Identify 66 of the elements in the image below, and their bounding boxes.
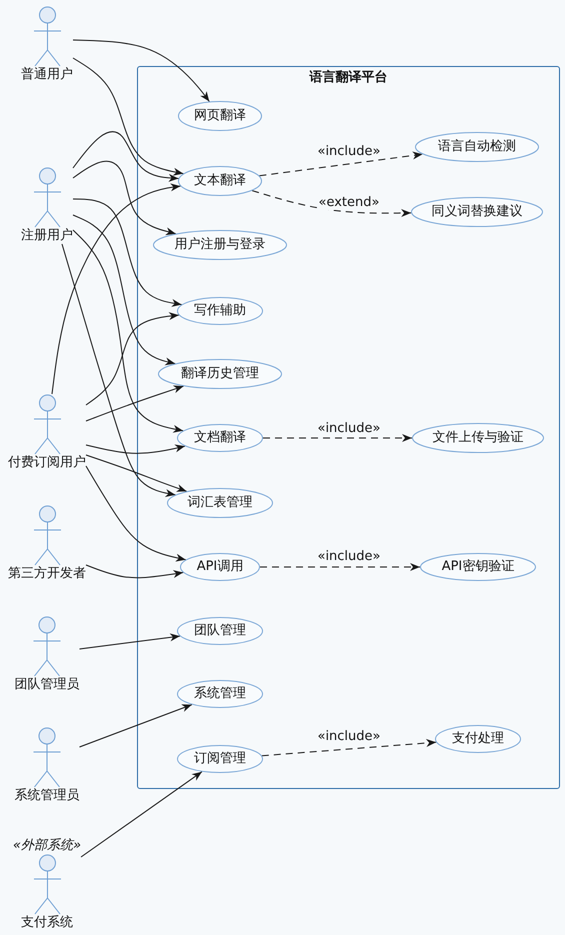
use-case-oval (435, 725, 521, 753)
arrow (52, 183, 181, 394)
use-case-oval (177, 745, 263, 773)
system-boundary (137, 66, 560, 789)
arrow (79, 633, 180, 650)
use-case-label: 用户注册与登录 (174, 237, 266, 253)
arrow (86, 564, 184, 578)
stereotype-label: «外部系统» (12, 838, 82, 854)
use-case-oval (167, 488, 273, 518)
use-case-label: 翻译历史管理 (181, 366, 259, 382)
use-case-oval (411, 197, 543, 227)
arrow (80, 771, 202, 858)
actor-name: 注册用户 (21, 228, 73, 244)
actor-name: 系统管理员 (14, 788, 80, 804)
use-case-oval (178, 101, 262, 131)
use-case-label: 文档翻译 (194, 430, 246, 446)
arrow (72, 40, 210, 102)
use-case-oval (180, 553, 260, 581)
use-case-label: 同义词替换建议 (432, 204, 522, 220)
use-case-label: 文件上传与验证 (432, 430, 524, 446)
use-case-label: 词汇表管理 (188, 495, 252, 511)
arrow (86, 444, 186, 454)
actor-name: 付费订阅用户 (8, 455, 86, 471)
arrow (72, 198, 182, 307)
use-case-oval (153, 230, 287, 260)
arrow (86, 466, 186, 562)
use-case-label: 网页翻译 (194, 108, 246, 124)
use-case-oval (177, 680, 263, 708)
system-title: 语言翻译平台 (310, 70, 388, 86)
arrow (72, 230, 184, 433)
use-case-label: 订阅管理 (194, 751, 246, 767)
arrow (79, 704, 192, 748)
actor-name: 团队管理员 (14, 677, 80, 693)
use-case-oval (177, 297, 263, 325)
use-case-label: 语言自动检测 (438, 139, 516, 155)
arrow (62, 244, 176, 497)
use-case-label: API密钥验证 (442, 559, 514, 575)
arrow (86, 454, 188, 492)
use-case-label: 系统管理 (194, 686, 246, 702)
arrow (72, 214, 176, 366)
use-case-oval (177, 617, 263, 645)
arrow (86, 386, 184, 422)
actor-name: 支付系统 (21, 915, 73, 931)
use-case-oval (412, 423, 544, 453)
arrow (72, 160, 176, 236)
use-case-label: 团队管理 (194, 623, 246, 639)
use-case-oval (178, 166, 262, 196)
edge-label: «extend» (318, 196, 380, 210)
arrow (86, 312, 180, 406)
use-case-label: 文本翻译 (194, 173, 246, 189)
dashed-arrow (260, 563, 420, 571)
use-case-label: API调用 (196, 559, 244, 575)
use-case-label: 支付处理 (452, 731, 504, 747)
use-case-oval (420, 553, 536, 581)
actor-name: 普通用户 (21, 67, 73, 83)
dashed-arrow (262, 434, 412, 442)
dashed-arrow (261, 739, 437, 756)
arrow (72, 58, 184, 176)
dashed-arrow (258, 152, 424, 176)
use-case-oval (415, 132, 539, 162)
arrow (72, 131, 180, 182)
use-case-label: 写作辅助 (194, 303, 246, 319)
use-case-oval (177, 424, 263, 452)
use-case-oval (158, 359, 282, 389)
actor-name: 第三方开发者 (8, 566, 86, 582)
dashed-arrow (252, 190, 412, 218)
